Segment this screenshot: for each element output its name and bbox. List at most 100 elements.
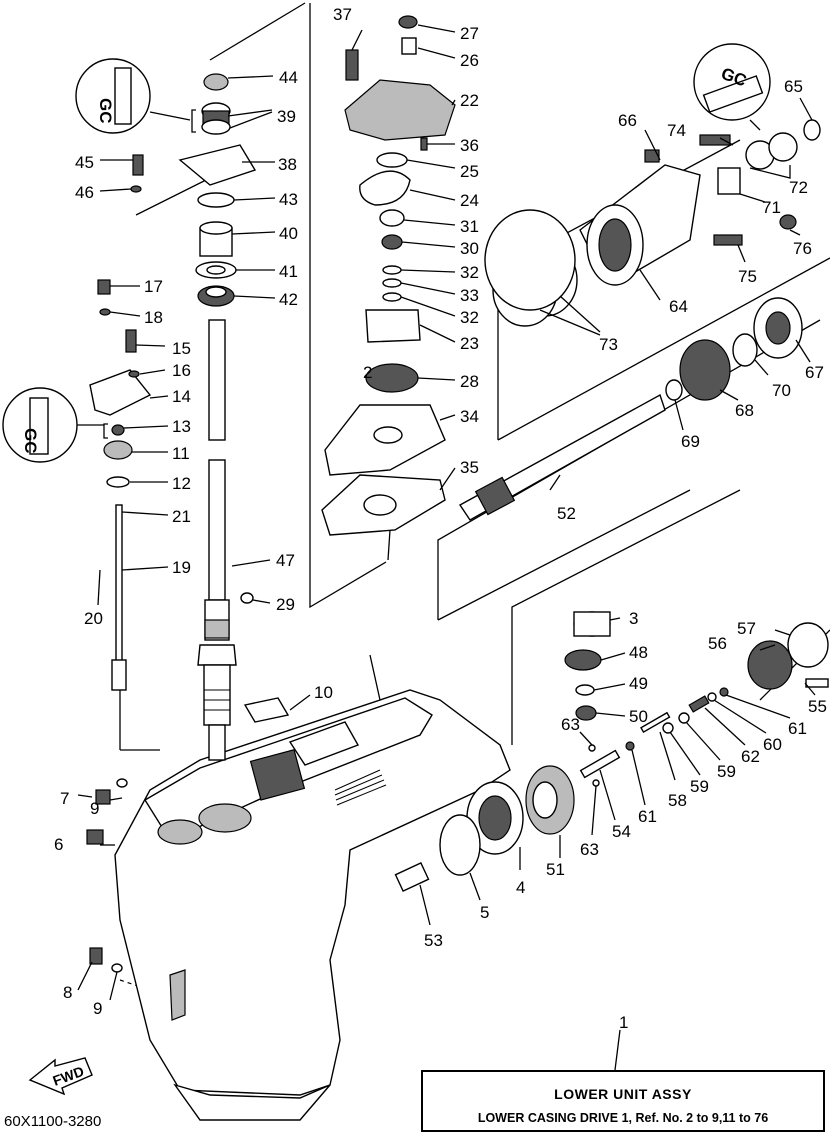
label-24: 24: [460, 191, 479, 210]
label-36: 36: [460, 136, 479, 155]
label-41: 41: [279, 262, 298, 281]
label-52: 52: [557, 504, 576, 523]
label-58: 58: [668, 791, 687, 810]
label-2: 2: [363, 363, 372, 382]
label-62: 62: [741, 747, 760, 766]
label-28: 28: [460, 372, 479, 391]
label-39: 39: [277, 107, 296, 126]
lower-casing: [114, 689, 511, 1121]
label-68: 68: [735, 401, 754, 420]
shift-rod-parts: [86, 154, 290, 973]
label-71: 71: [762, 198, 781, 217]
label-59b: 59: [717, 762, 736, 781]
label-1: 1: [619, 1013, 628, 1032]
label-37: 37: [333, 5, 352, 24]
label-72: 72: [789, 178, 808, 197]
label-4: 4: [516, 878, 525, 897]
label-74: 74: [667, 121, 686, 140]
label-44: 44: [279, 68, 298, 87]
label-32a: 32: [460, 263, 479, 282]
label-16: 16: [172, 361, 191, 380]
label-43: 43: [279, 190, 298, 209]
label-56: 56: [708, 634, 727, 653]
label-47: 47: [276, 551, 295, 570]
label-7: 7: [60, 789, 69, 808]
label-33: 33: [460, 286, 479, 305]
label-12: 12: [172, 474, 191, 493]
label-14: 14: [172, 387, 191, 406]
grease-callout-c: GC: [693, 43, 771, 131]
label-57: 57: [737, 619, 756, 638]
assembly-title-box: LOWER UNIT ASSY LOWER CASING DRIVE 1, Re…: [421, 1070, 825, 1132]
label-38: 38: [278, 155, 297, 174]
label-15: 15: [172, 339, 191, 358]
gear-housing-parts: [394, 119, 829, 893]
label-46: 46: [75, 183, 94, 202]
label-42: 42: [279, 290, 298, 309]
grease-callout-b: GC: [2, 387, 104, 463]
label-8: 8: [63, 983, 72, 1002]
label-61a: 61: [638, 807, 657, 826]
label-73: 73: [599, 335, 618, 354]
label-60: 60: [763, 735, 782, 754]
assembly-subtitle: LOWER CASING DRIVE 1, Ref. No. 2 to 9,11…: [477, 1111, 769, 1125]
label-27: 27: [460, 24, 479, 43]
label-3: 3: [629, 609, 638, 628]
label-70: 70: [772, 381, 791, 400]
label-22: 22: [460, 91, 479, 110]
part-labels: 2 3 4 5 6 7 8 9 9 10 11 12 13 14 15 16 1…: [54, 5, 827, 1032]
label-51: 51: [546, 860, 565, 879]
label-35: 35: [460, 458, 479, 477]
label-34: 34: [460, 407, 479, 426]
label-45: 45: [75, 153, 94, 172]
label-5: 5: [480, 903, 489, 922]
label-6: 6: [54, 835, 63, 854]
label-20: 20: [84, 609, 103, 628]
label-29: 29: [276, 595, 295, 614]
label-13: 13: [172, 417, 191, 436]
label-23: 23: [460, 334, 479, 353]
label-26: 26: [460, 51, 479, 70]
label-9b: 9: [93, 999, 102, 1018]
label-9a: 9: [90, 799, 99, 818]
label-17: 17: [144, 277, 163, 296]
label-76: 76: [793, 239, 812, 258]
label-64: 64: [669, 297, 688, 316]
label-59a: 59: [690, 777, 709, 796]
label-31: 31: [460, 217, 479, 236]
label-21: 21: [172, 507, 191, 526]
fwd-arrow-icon: FWD: [28, 1057, 93, 1096]
label-69: 69: [681, 432, 700, 451]
label-63a: 63: [561, 715, 580, 734]
label-66: 66: [618, 111, 637, 130]
drive-shaft: [197, 319, 237, 761]
label-63b: 63: [580, 840, 599, 859]
label-49: 49: [629, 674, 648, 693]
water-pump-parts: [321, 15, 456, 536]
label-55: 55: [808, 697, 827, 716]
label-54: 54: [612, 822, 631, 841]
diagram-code: 60X1100-3280: [4, 1113, 102, 1130]
label-18: 18: [144, 308, 163, 327]
label-48: 48: [629, 643, 648, 662]
assembly-title: LOWER UNIT ASSY: [554, 1086, 692, 1102]
label-30: 30: [460, 239, 479, 258]
label-11: 11: [172, 444, 190, 463]
label-65: 65: [784, 77, 803, 96]
label-50: 50: [629, 707, 648, 726]
label-32b: 32: [460, 308, 479, 327]
label-10: 10: [314, 683, 333, 702]
label-67: 67: [805, 363, 824, 382]
label-40: 40: [279, 224, 298, 243]
bearing-stack: [178, 73, 257, 307]
label-53: 53: [424, 931, 443, 950]
grease-callout-a: GC: [75, 58, 191, 134]
label-61b: 61: [788, 719, 807, 738]
leader-lines: [77, 24, 816, 1001]
label-25: 25: [460, 162, 479, 181]
grease-label-a: GC: [96, 98, 115, 124]
grease-label-b: GC: [21, 428, 40, 454]
label-19: 19: [172, 558, 191, 577]
label-75: 75: [738, 267, 757, 286]
